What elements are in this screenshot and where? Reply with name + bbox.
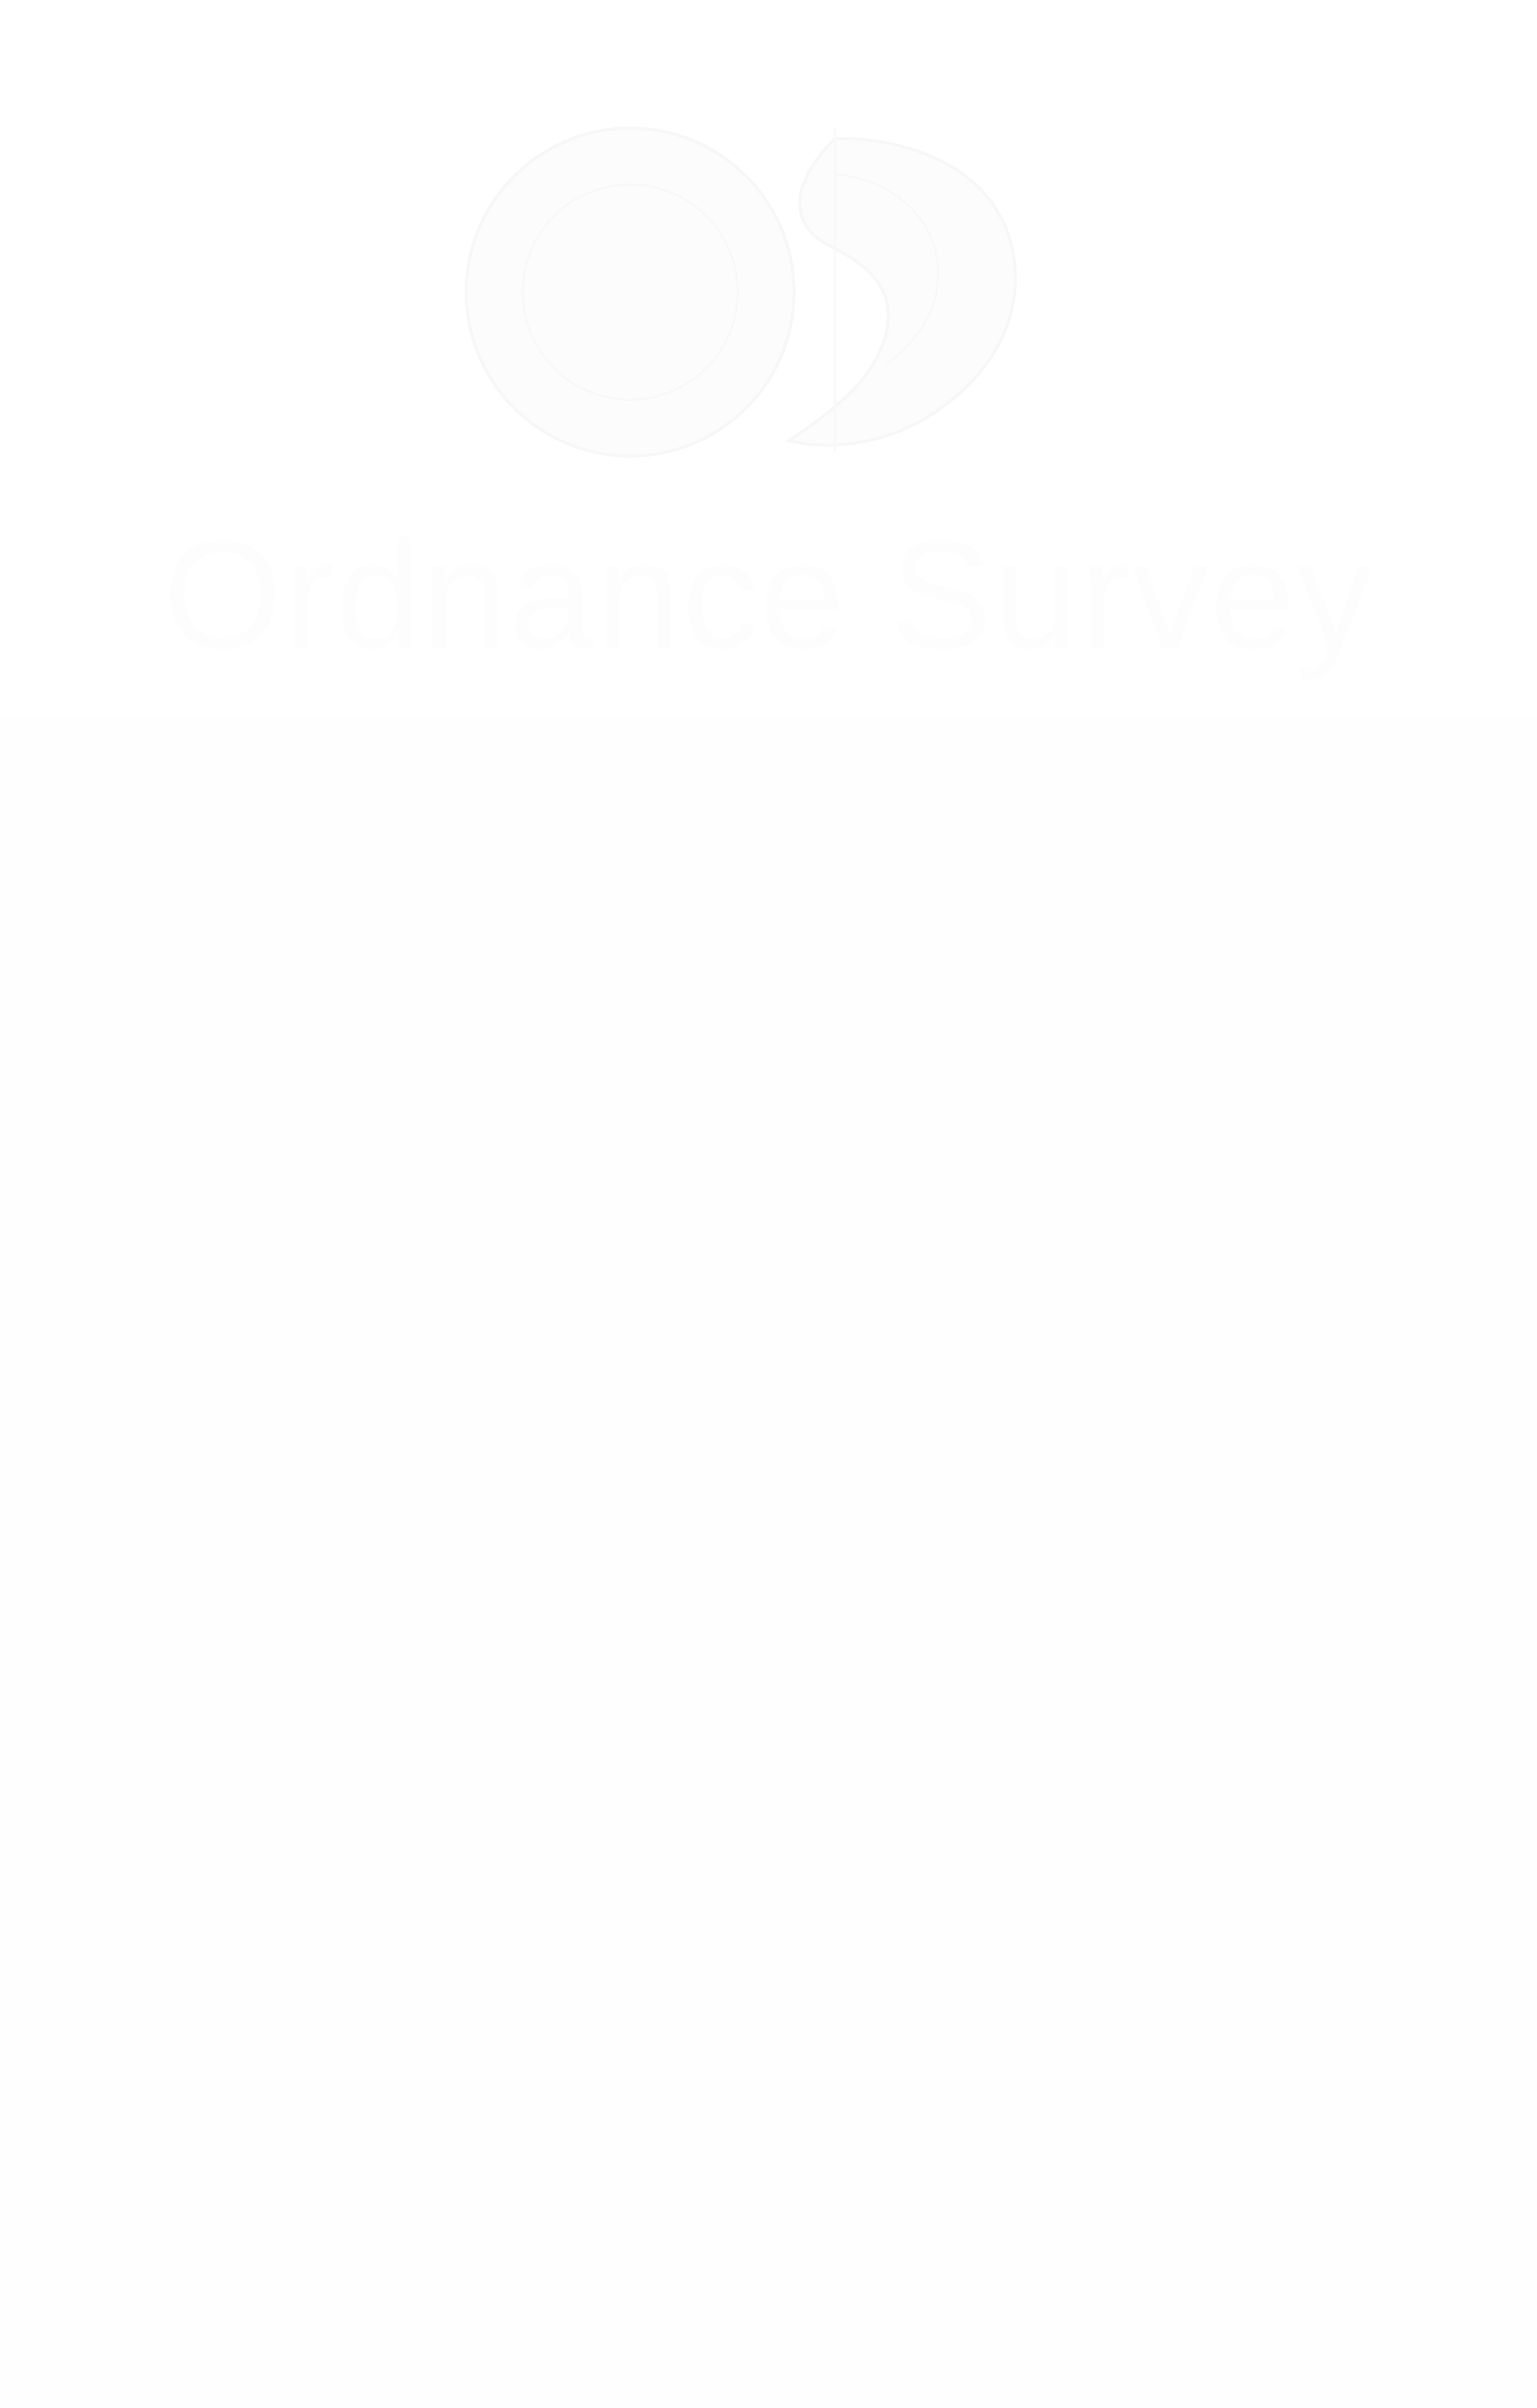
empty-content-area bbox=[0, 717, 1537, 2408]
brand-wordmark: Ordnance Survey bbox=[162, 508, 1375, 681]
os-logo-icon bbox=[465, 127, 1017, 458]
brand-header: Ordnance Survey bbox=[0, 0, 1537, 717]
